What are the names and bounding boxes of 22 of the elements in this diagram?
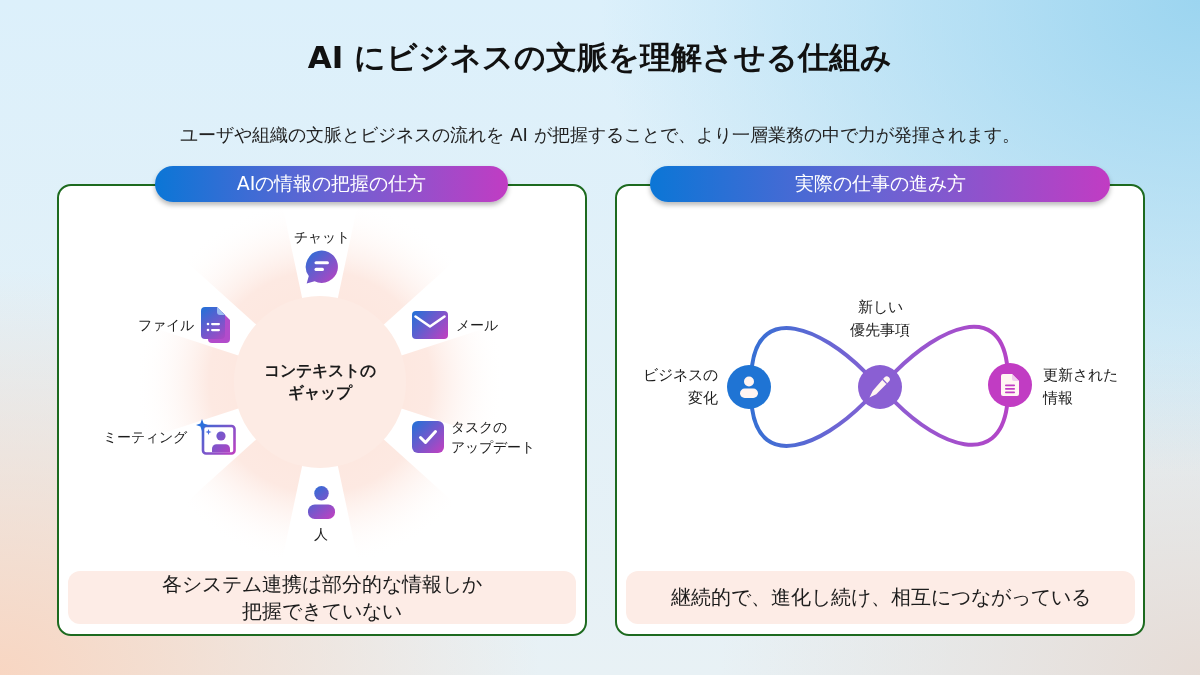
icon-circle: [858, 365, 902, 409]
icon-circle: [727, 365, 771, 409]
icon-label: 人: [314, 524, 328, 544]
panel-title: AIの情報の把握の仕方: [155, 166, 508, 202]
icon-label: チャット: [294, 227, 350, 247]
loop-curve: [750, 326, 867, 374]
loop-curve: [893, 400, 1009, 447]
panel-title: 実際の仕事の進み方: [650, 166, 1110, 202]
page-title: AI にビジネスの文脈を理解させる仕組み: [307, 39, 893, 77]
summary-banner: 継続的で、進化し続け、相互につながっている: [626, 571, 1135, 624]
summary-banner: 各システム連携は部分的な情報しか把握できていない: [68, 571, 576, 624]
icon-label: ミーティング: [103, 427, 187, 447]
icon-circle: [988, 363, 1032, 407]
icon-label: メール: [456, 315, 498, 335]
loop-curve: [893, 324, 1009, 374]
node-caption: 新しい優先事項: [849, 296, 911, 340]
node-caption: ビジネスの変化: [642, 364, 718, 408]
icon-label: ファイル: [138, 315, 194, 335]
subtitle: ユーザや組織の文脈とビジネスの流れを AI が把握することで、より一層業務の中で力が発揮されます。: [180, 123, 1020, 147]
node-caption: 更新された情報: [1043, 364, 1119, 408]
icon-label: タスクのアップデート: [451, 417, 536, 457]
loop-curve: [750, 400, 867, 448]
